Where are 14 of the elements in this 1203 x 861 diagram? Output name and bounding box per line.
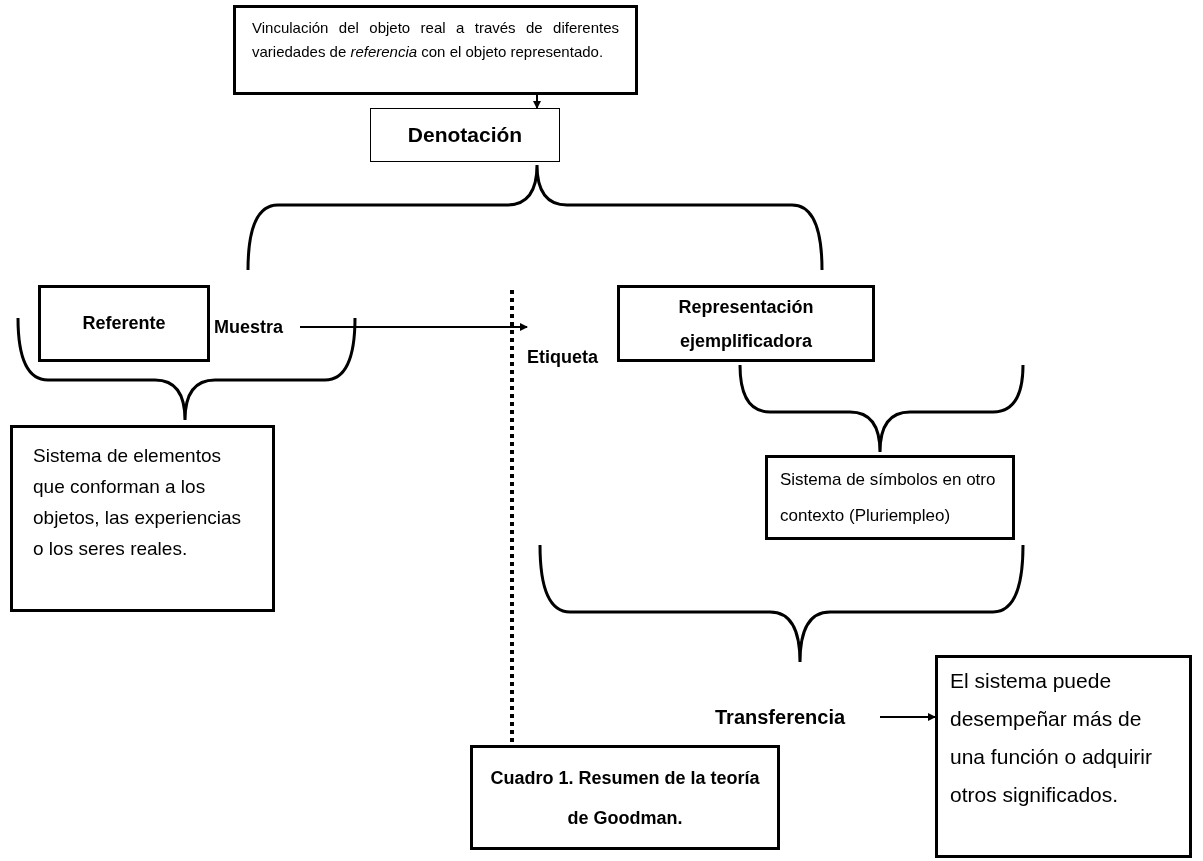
text-label: Muestra xyxy=(214,312,300,342)
text-box: El sistema puede desempeñar más de una función o adquirir otros significados. xyxy=(935,655,1192,858)
arrow xyxy=(879,713,936,721)
process-box: Denotación xyxy=(370,108,560,162)
arrow xyxy=(533,94,541,109)
process-box: Referente xyxy=(38,285,210,362)
text-box: Sistema de elementos que conforman a los objetos, las experiencias o los seres reales. xyxy=(10,425,275,612)
text-label: Etiqueta xyxy=(527,315,617,375)
text-box: Sistema de símbolos en otro contexto (Pluriempleo) xyxy=(765,455,1015,540)
caption-box: Cuadro 1. Resumen de la teoría de Goodman. xyxy=(470,745,780,850)
text-label: Transferencia xyxy=(715,700,880,734)
arrow xyxy=(299,323,528,331)
process-box: Representación ejemplificadora xyxy=(617,285,875,362)
text-box: Vinculación del objeto real a través de diferentes variedades de referencia con el objeto representado. xyxy=(233,5,638,95)
